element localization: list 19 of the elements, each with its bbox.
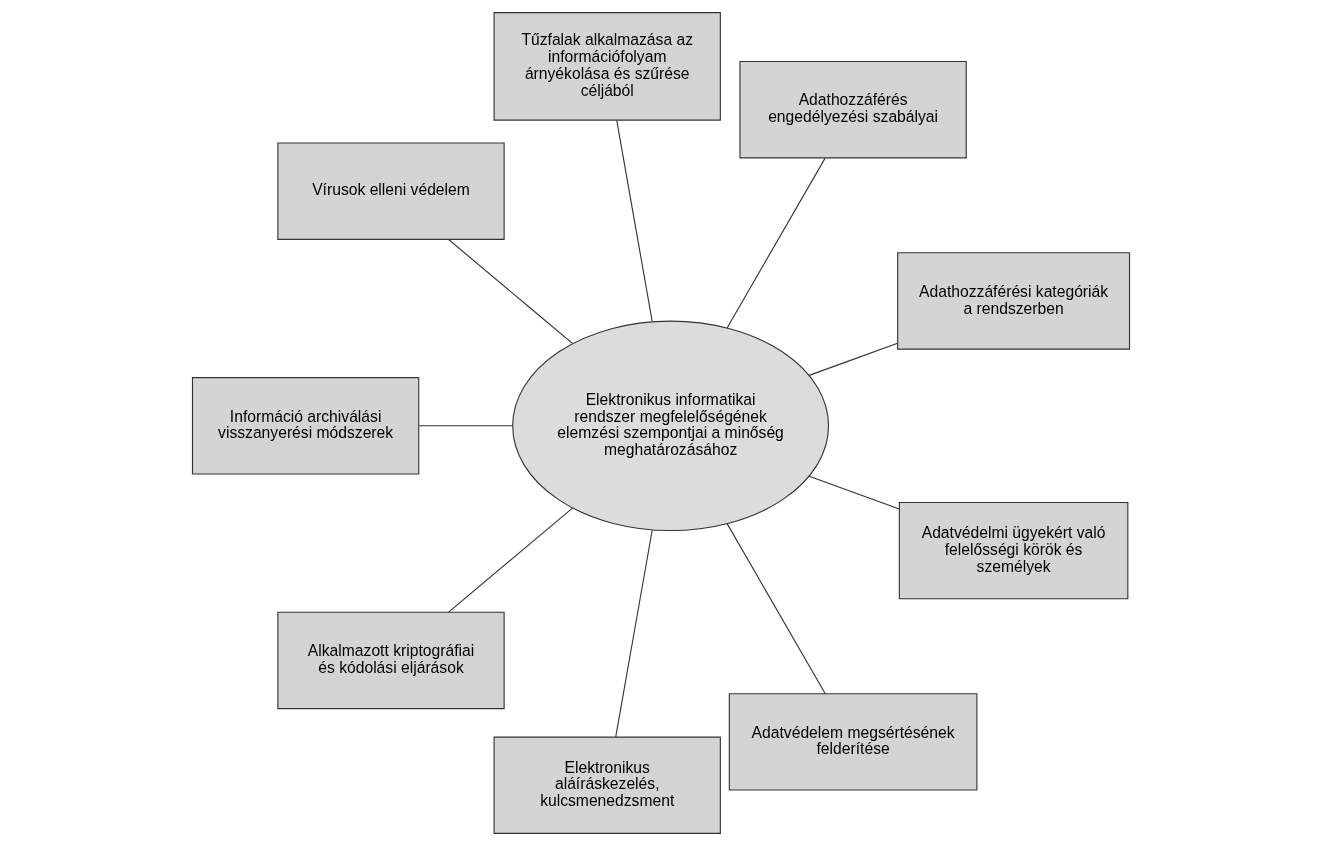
connector (418, 425, 513, 427)
node-box: Adatvédelmi ügyekért való felelősségi körök és személyek (898, 501, 1128, 600)
connector (614, 529, 653, 738)
connector (447, 507, 573, 613)
connector (615, 120, 653, 322)
node-box: Adathozzáférés engedélyezési szabályai (738, 61, 967, 159)
connector (726, 523, 826, 695)
node-box: Alkalmazott kriptográfiai és kódolási eljárások (276, 611, 505, 710)
node-box: Információ archiválási visszanyerési módszerek (191, 377, 419, 475)
node-box: Vírusok elleni védelem (276, 142, 505, 240)
connector (726, 157, 826, 329)
node-ellipse: Elektronikus informatikai rendszer megfelelőségének elemzési szempontjai a minőség meghatározásához (511, 320, 829, 532)
node-box: Elektronikus aláíráskezelés, kulcsmenedzsment (493, 736, 721, 834)
node-box: Adathozzáférési kategóriák a rendszerben (896, 252, 1130, 350)
node-box: Tűzfalak alkalmazása az információfolyam árnyékolása és szűrése céljából (493, 12, 721, 121)
connector (447, 239, 573, 344)
connector (808, 475, 900, 510)
connector (808, 342, 898, 376)
node-box: Adatvédelem megsértésének felderítése (728, 693, 977, 791)
